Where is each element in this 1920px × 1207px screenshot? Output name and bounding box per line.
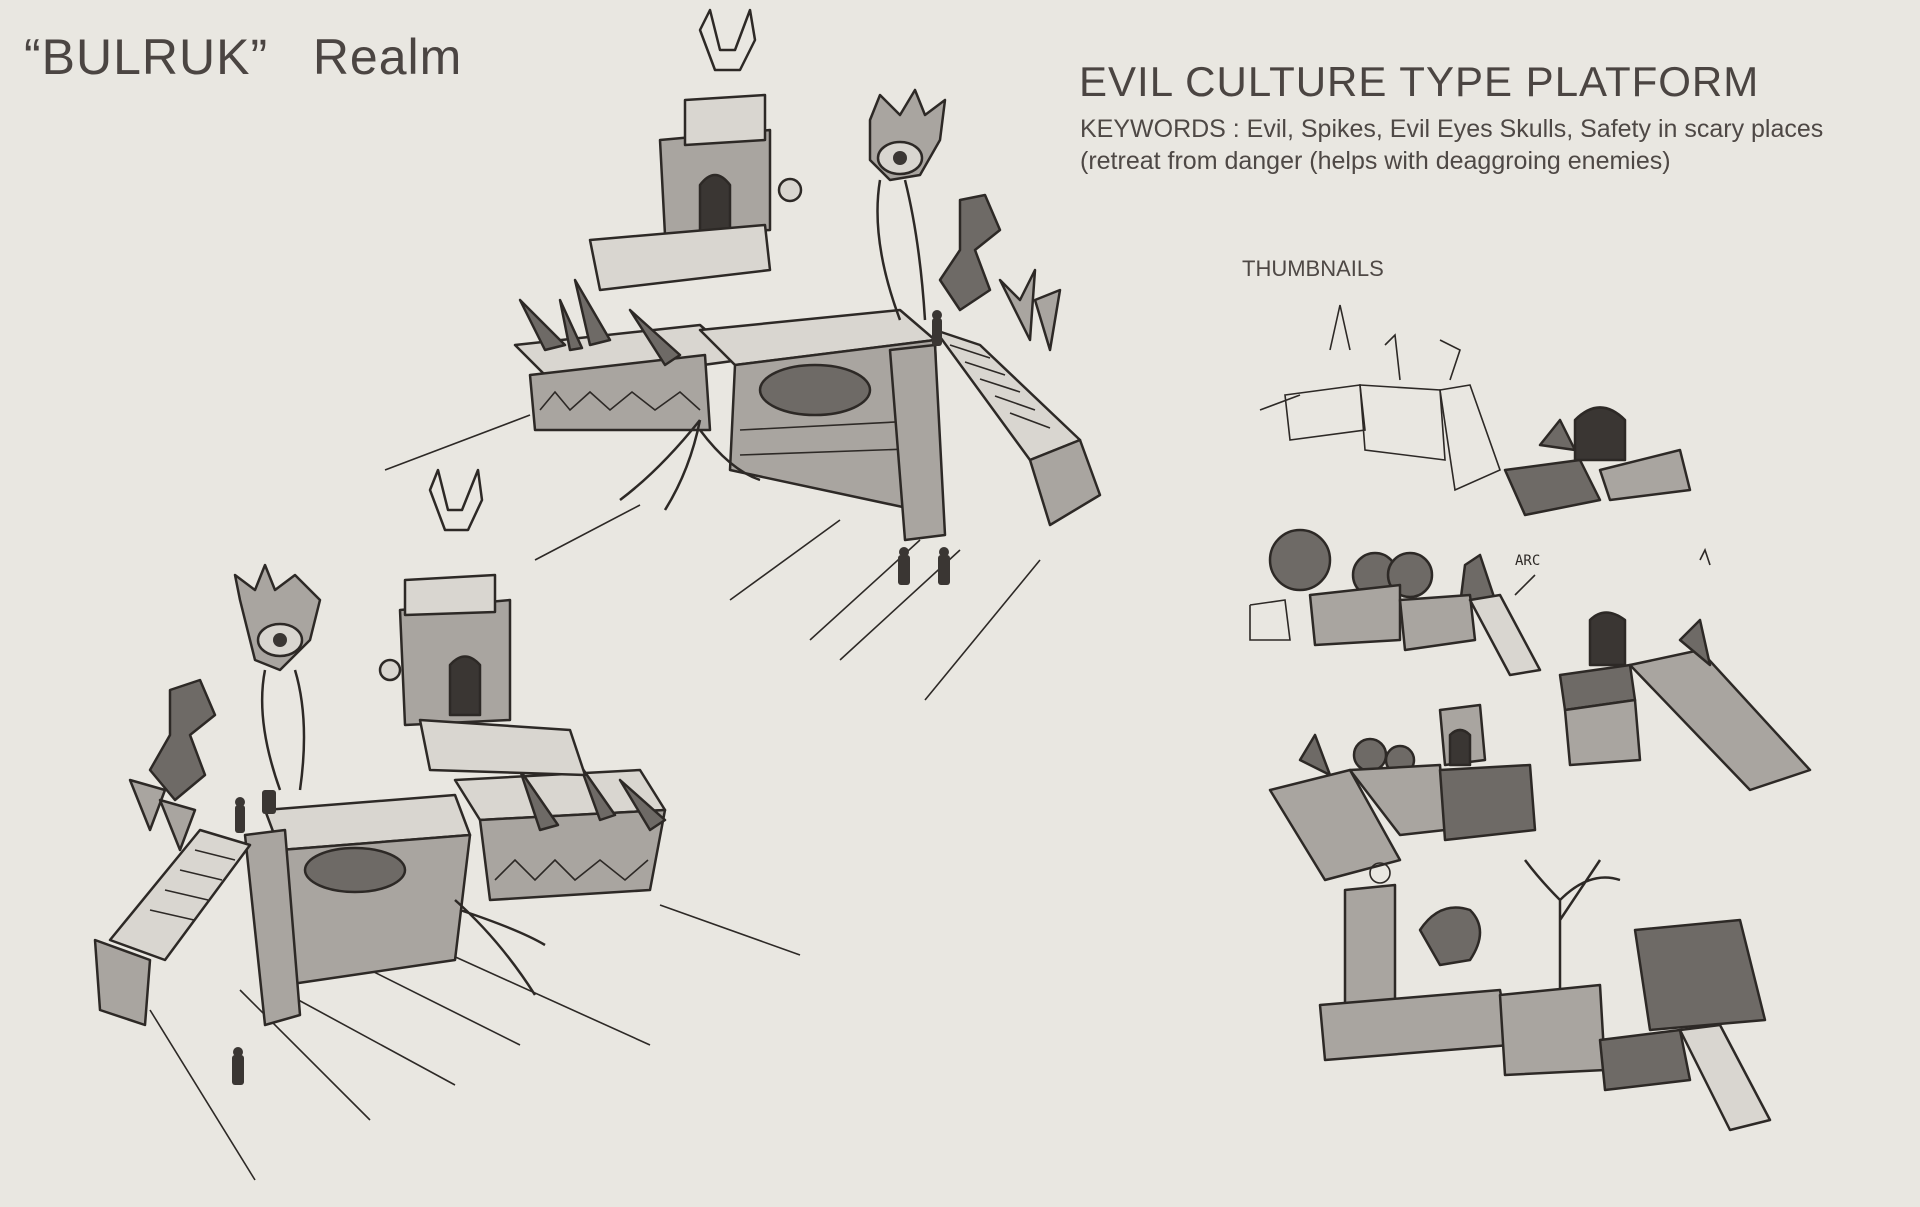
spike-creature-2 bbox=[148, 678, 217, 802]
right-stairs bbox=[933, 328, 1082, 462]
eye-tree-trunk bbox=[876, 179, 927, 321]
left-stairs bbox=[108, 828, 252, 962]
arc-note: ARC bbox=[1515, 553, 1540, 569]
right-wing-teeth bbox=[494, 858, 649, 882]
keywords-note: (retreat from danger (helps with deaggro… bbox=[1080, 147, 1671, 175]
skull-icon bbox=[777, 177, 803, 203]
left-stair-steps bbox=[149, 849, 236, 921]
npc-figures-2 bbox=[232, 790, 276, 1085]
left-wing-front bbox=[528, 353, 712, 432]
realm-suffix: Realm bbox=[312, 29, 463, 85]
right-stair-steps bbox=[949, 344, 1051, 429]
thumbnail-6 bbox=[1318, 859, 1772, 1132]
keywords-line: KEYWORDS : Evil, Spikes, Evil Eyes Skull… bbox=[1080, 115, 1824, 143]
platform-sketch-main bbox=[384, 8, 1102, 701]
npc-figures bbox=[898, 310, 950, 585]
lower-stairs bbox=[1028, 438, 1102, 527]
realm-name: “BULRUK” bbox=[24, 29, 269, 85]
eye-tree-trunk-2 bbox=[260, 669, 306, 791]
evil-eye-pupil bbox=[893, 151, 907, 165]
lower-stairs-2 bbox=[93, 938, 152, 1027]
shrine-steps bbox=[588, 223, 772, 292]
thumbnail-3: ARC bbox=[1249, 528, 1542, 677]
shrine-arch-2 bbox=[448, 655, 482, 717]
keywords-block: KEYWORDS : Evil, Spikes, Evil Eyes Skull… bbox=[1080, 113, 1880, 177]
shrine-top-2 bbox=[403, 573, 497, 617]
right-wing-spikes bbox=[518, 763, 667, 832]
left-spikes-2 bbox=[128, 778, 197, 852]
left-wing-teeth bbox=[539, 390, 701, 412]
thumbnail-1 bbox=[1259, 304, 1502, 492]
rune-panel bbox=[758, 363, 872, 417]
realm-title: “BULRUK” Realm bbox=[24, 28, 462, 86]
concept-heading: EVIL CULTURE TYPE PLATFORM bbox=[1079, 58, 1760, 105]
shrine-steps-2 bbox=[418, 718, 587, 777]
platform-sketch-mirrored bbox=[93, 468, 801, 1181]
thumbnail-5 bbox=[1268, 703, 1537, 882]
thumbnail-2 bbox=[1503, 406, 1692, 517]
evil-eye-pupil-2 bbox=[273, 633, 287, 647]
shrine-top bbox=[683, 93, 767, 147]
right-spikes bbox=[998, 268, 1062, 352]
ramp-2 bbox=[243, 828, 302, 1027]
right-wing-front bbox=[478, 808, 667, 902]
antler-idol bbox=[698, 8, 757, 72]
rune-panel-2 bbox=[303, 846, 407, 894]
thumbnails-grid: ARC bbox=[1249, 304, 1812, 1132]
shrine-arch bbox=[698, 173, 732, 237]
roots bbox=[619, 419, 761, 511]
ground-lines-2 bbox=[149, 904, 801, 1181]
thumbnail-4 bbox=[1558, 547, 1812, 792]
ramp bbox=[888, 343, 947, 542]
roots-2 bbox=[454, 899, 546, 996]
spike-creature bbox=[938, 193, 1002, 312]
skull-icon-2 bbox=[378, 658, 402, 682]
left-wing-spikes bbox=[518, 278, 682, 367]
thumbnails-label: THUMBNAILS bbox=[1242, 256, 1384, 281]
antler-idol-2 bbox=[428, 468, 484, 532]
